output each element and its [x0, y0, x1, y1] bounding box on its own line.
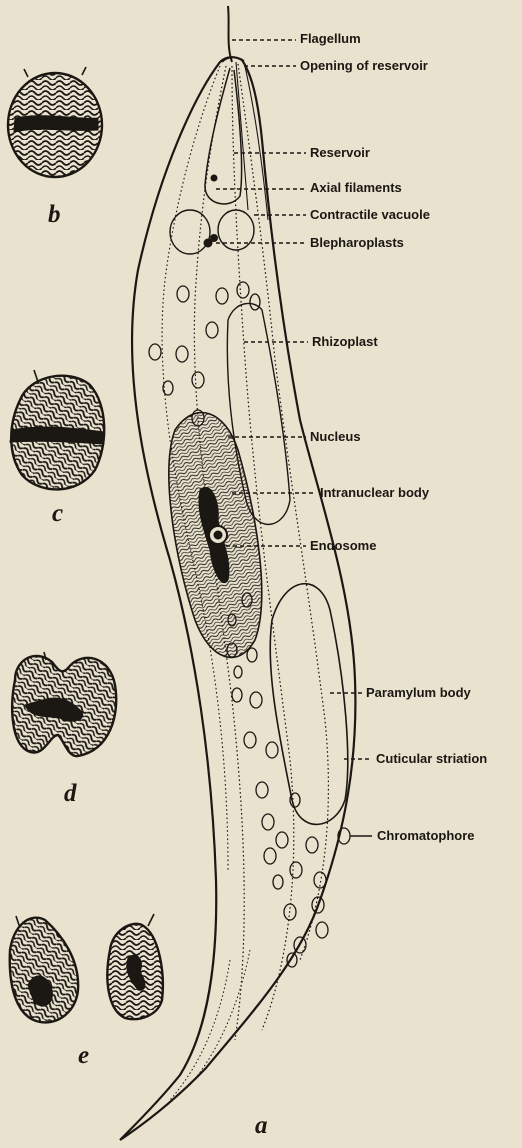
paramylum-body: [270, 584, 348, 825]
label-paramylum-body: Paramylum body: [366, 685, 471, 701]
label-axial-filaments: Axial filaments: [310, 180, 402, 196]
cyst-b: [8, 67, 102, 177]
label-intranuclear-body: Intranuclear body: [320, 485, 429, 501]
label-blepharoplasts: Blepharoplasts: [310, 235, 404, 251]
label-opening-of-reservoir: Opening of reservoir: [300, 58, 428, 74]
cyst-e: [10, 914, 163, 1022]
label-endosome: Endosome: [310, 538, 376, 554]
figure-letter-e: e: [78, 1042, 89, 1070]
label-reservoir: Reservoir: [310, 145, 370, 161]
reservoir-shape: [205, 68, 242, 204]
label-nucleus: Nucleus: [310, 429, 361, 445]
figure-letter-d: d: [64, 780, 77, 808]
label-cuticular-striation: Cuticular striation: [376, 751, 487, 767]
label-chromatophore: Chromatophore: [377, 828, 475, 844]
label-rhizoplast: Rhizoplast: [312, 334, 378, 350]
label-flagellum: Flagellum: [300, 31, 361, 47]
label-contractile-vacuole: Contractile vacuole: [310, 207, 430, 223]
cyst-d: [12, 652, 116, 756]
cyst-c: [10, 370, 104, 489]
figure-letter-a: a: [255, 1112, 268, 1140]
flagellum-line: [228, 6, 232, 62]
figure-letter-b: b: [48, 201, 61, 229]
figure-letter-c: c: [52, 500, 63, 528]
